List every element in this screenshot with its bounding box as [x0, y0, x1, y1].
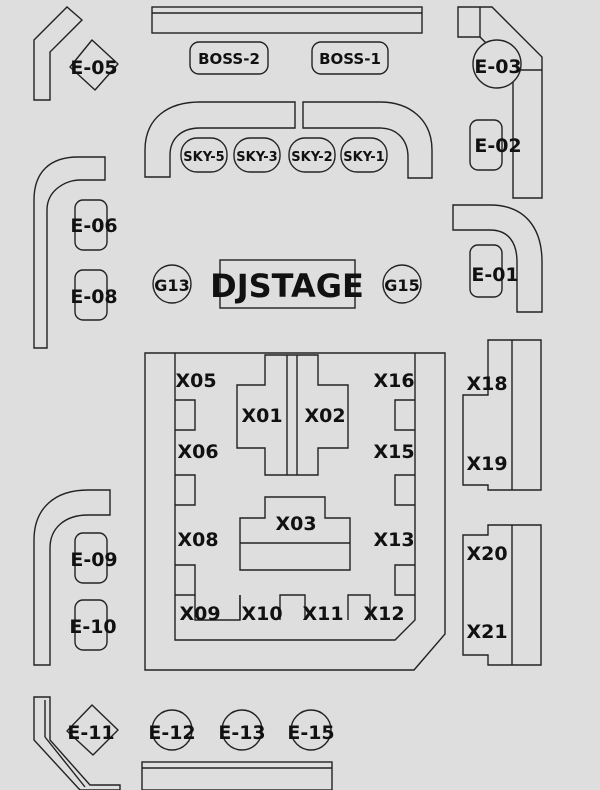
bottom-left-corner-sofa [33, 696, 121, 790]
table-e-06[interactable]: E-06 [70, 199, 118, 251]
table-e-09[interactable]: E-09 [70, 532, 118, 584]
table-x05[interactable]: X05 [175, 370, 216, 392]
svg-text:E-02: E-02 [474, 135, 521, 157]
table-g13[interactable]: G13 [152, 264, 192, 304]
svg-text:E-01: E-01 [471, 264, 518, 286]
svg-text:X02: X02 [304, 405, 345, 427]
table-x20[interactable]: X20 [466, 543, 507, 565]
svg-text:X10: X10 [241, 603, 282, 625]
table-sky-1[interactable]: SKY-1 [340, 137, 388, 173]
table-x10[interactable]: X10 [241, 603, 282, 625]
svg-text:BOSS-1: BOSS-1 [319, 50, 381, 68]
table-x18[interactable]: X18 [466, 373, 507, 395]
left-upper-l-sofa [33, 156, 106, 349]
svg-text:X11: X11 [302, 603, 343, 625]
svg-text:X19: X19 [466, 453, 507, 475]
svg-text:E-06: E-06 [70, 215, 117, 237]
svg-text:SKY-3: SKY-3 [236, 150, 277, 165]
svg-text:BOSS-2: BOSS-2 [198, 50, 260, 68]
table-e-01[interactable]: E-01 [469, 244, 519, 298]
table-e-10[interactable]: E-10 [69, 599, 117, 651]
svg-text:SKY-1: SKY-1 [343, 150, 384, 165]
table-e-03[interactable]: E-03 [472, 39, 522, 89]
svg-text:E-09: E-09 [70, 549, 117, 571]
left-curved-sofa-sky [144, 101, 296, 178]
table-x13[interactable]: X13 [373, 529, 414, 551]
table-x06[interactable]: X06 [177, 441, 218, 463]
svg-text:X21: X21 [466, 621, 507, 643]
table-sky-5[interactable]: SKY-5 [180, 137, 228, 173]
table-x16[interactable]: X16 [373, 370, 414, 392]
table-g15[interactable]: G15 [382, 264, 422, 304]
svg-text:X03: X03 [275, 513, 316, 535]
table-e-08[interactable]: E-08 [70, 269, 118, 321]
svg-text:SKY-5: SKY-5 [183, 150, 224, 165]
dj-stage-label: DJSTAGE [210, 267, 364, 305]
svg-text:E-11: E-11 [67, 722, 114, 744]
svg-text:E-05: E-05 [70, 57, 117, 79]
right-sofa-x18-x19 [462, 339, 542, 491]
svg-text:X05: X05 [175, 370, 216, 392]
table-x11[interactable]: X11 [302, 603, 343, 625]
left-lower-l-sofa [33, 489, 111, 666]
svg-text:X12: X12 [363, 603, 404, 625]
table-x19[interactable]: X19 [466, 453, 507, 475]
svg-text:E-15: E-15 [287, 722, 334, 744]
table-e-05[interactable]: E-05 [69, 39, 119, 91]
svg-text:E-13: E-13 [218, 722, 265, 744]
table-boss-1[interactable]: BOSS-1 [311, 41, 389, 75]
table-sky-2[interactable]: SKY-2 [288, 137, 336, 173]
right-upper-curved-sofa [452, 204, 543, 313]
svg-text:E-10: E-10 [69, 616, 116, 638]
table-boss-2[interactable]: BOSS-2 [189, 41, 269, 75]
svg-text:X16: X16 [373, 370, 414, 392]
table-sky-3[interactable]: SKY-3 [233, 137, 281, 173]
svg-text:X06: X06 [177, 441, 218, 463]
svg-text:X15: X15 [373, 441, 414, 463]
table-x02[interactable]: X02 [304, 405, 345, 427]
svg-text:G15: G15 [384, 276, 419, 295]
svg-text:X20: X20 [466, 543, 507, 565]
table-x15[interactable]: X15 [373, 441, 414, 463]
svg-text:X08: X08 [177, 529, 218, 551]
table-x03[interactable]: X03 [275, 513, 316, 535]
svg-text:E-12: E-12 [148, 722, 195, 744]
table-x12[interactable]: X12 [363, 603, 404, 625]
svg-text:G13: G13 [154, 276, 189, 295]
svg-text:E-08: E-08 [70, 286, 117, 308]
svg-text:X13: X13 [373, 529, 414, 551]
svg-text:X09: X09 [179, 603, 220, 625]
dj-stage: DJSTAGE [210, 259, 364, 309]
x03-block [239, 496, 351, 571]
table-e-02[interactable]: E-02 [469, 119, 522, 171]
table-e-15[interactable]: E-15 [287, 709, 335, 751]
table-x21[interactable]: X21 [466, 621, 507, 643]
table-x01[interactable]: X01 [241, 405, 282, 427]
svg-text:X01: X01 [241, 405, 282, 427]
top-right-corner-sofa [457, 6, 543, 199]
table-x08[interactable]: X08 [177, 529, 218, 551]
table-e-11[interactable]: E-11 [66, 704, 119, 756]
right-sofa-x20-x21 [462, 524, 542, 666]
right-curved-sofa-sky [302, 101, 433, 179]
table-e-13[interactable]: E-13 [218, 709, 266, 751]
svg-text:SKY-2: SKY-2 [291, 150, 332, 165]
top-left-corner-sofa [33, 6, 84, 101]
table-e-12[interactable]: E-12 [148, 709, 196, 751]
svg-text:X18: X18 [466, 373, 507, 395]
top-center-bench [151, 6, 423, 34]
x01-x02-block [236, 354, 349, 476]
table-x09[interactable]: X09 [179, 603, 220, 625]
bottom-center-bench [141, 761, 333, 790]
svg-text:E-03: E-03 [474, 56, 521, 78]
